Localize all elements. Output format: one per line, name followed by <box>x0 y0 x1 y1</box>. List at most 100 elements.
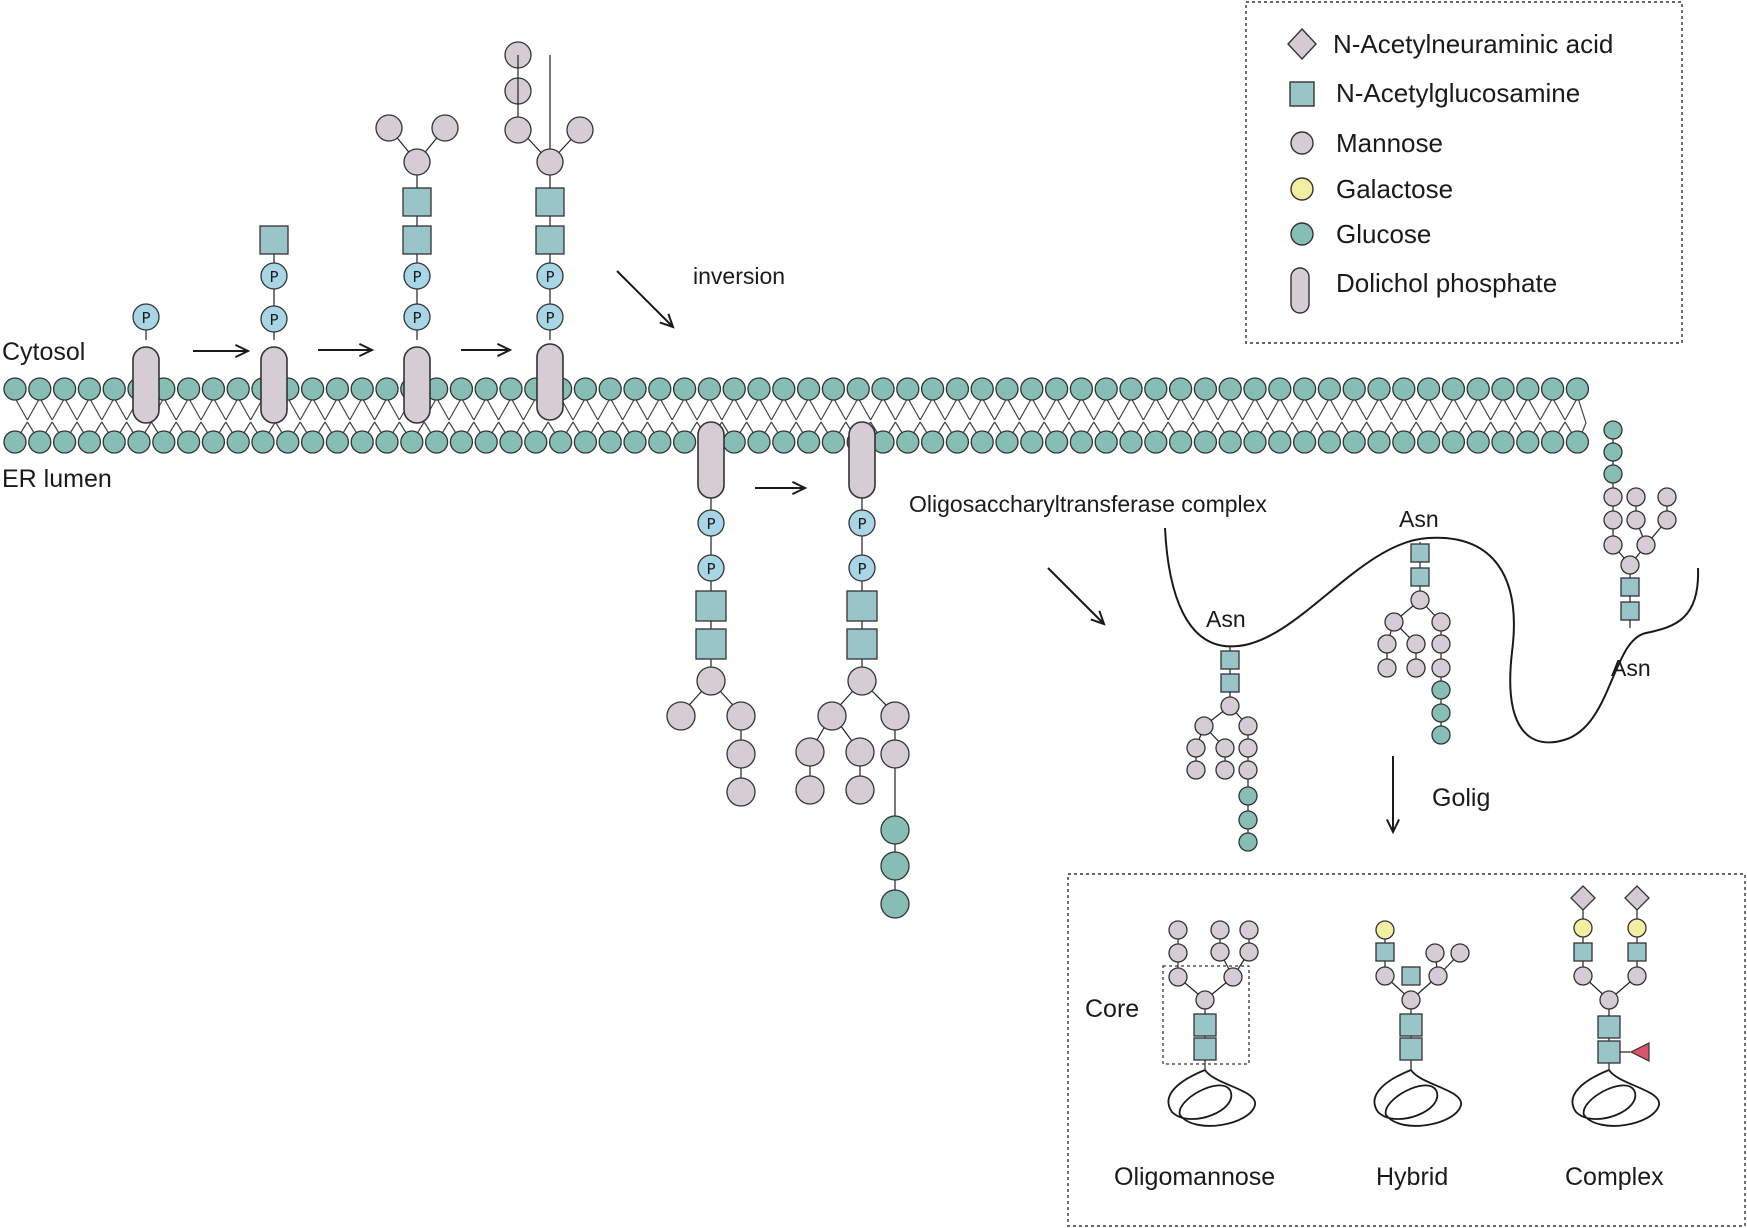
lipid-head-inner <box>1317 430 1342 454</box>
lipid-head-inner <box>1119 430 1143 454</box>
lipid-tail <box>1204 397 1231 421</box>
lipid-tail <box>1502 397 1529 421</box>
glcnac-icon <box>1620 601 1640 621</box>
lipid-tail <box>1527 397 1554 421</box>
lipid-tail <box>1304 397 1330 421</box>
lipid-head-outer <box>821 377 846 401</box>
lipid-tail <box>212 397 239 421</box>
fucose-icon <box>1629 1042 1650 1062</box>
lipid-tail <box>14 397 41 421</box>
arrow-head <box>358 343 375 357</box>
lipid-head-inner <box>176 430 201 454</box>
mannose-icon <box>1603 487 1623 507</box>
mannose-icon <box>1195 990 1215 1010</box>
mannose-icon <box>1238 760 1258 780</box>
mannose-icon <box>845 775 875 805</box>
lipid-tail <box>1353 397 1380 421</box>
glcnac-icon <box>1401 966 1421 986</box>
legend-label-dolichol: Dolichol phosphate <box>1336 268 1557 298</box>
glcnac-icon <box>535 187 565 217</box>
lipid-head-outer <box>1069 377 1094 401</box>
lipid-head-outer <box>896 377 920 401</box>
lipid-head-outer <box>747 377 771 401</box>
er-lumen-label: ER lumen <box>2 465 112 493</box>
phosphate-icon <box>403 262 431 290</box>
lipid-head-outer <box>1268 377 1292 401</box>
glucose-icon <box>1431 703 1451 723</box>
phosphate-icon <box>403 303 431 331</box>
mannose-icon <box>1410 590 1430 610</box>
glcnac-icon <box>1193 1037 1217 1061</box>
lipid-head-outer <box>1020 377 1044 401</box>
inversion-label: inversion <box>693 263 785 289</box>
lipid-head-outer <box>1119 377 1143 401</box>
legend-label-glcnac: N-Acetylglucosamine <box>1336 78 1580 108</box>
glucose-icon <box>880 851 910 881</box>
protein-coil-complex <box>1571 1069 1660 1127</box>
mannose-icon <box>880 701 910 731</box>
glcnac-icon <box>1375 942 1395 962</box>
arrow-head <box>496 343 513 357</box>
arrow-head <box>234 344 251 358</box>
lipid-head-outer <box>1441 377 1466 401</box>
lipid-head-outer <box>846 377 870 401</box>
glycan-type-oligomannose: Oligomannose <box>1114 1163 1275 1191</box>
lipid-tail <box>1328 397 1355 421</box>
lipid-head-inner <box>896 430 920 454</box>
glcnac-icon <box>259 225 289 255</box>
mannose-icon <box>847 666 877 696</box>
mannose-icon <box>1215 760 1235 780</box>
lipid-head-inner <box>1491 430 1515 454</box>
dolichol-phosphate <box>403 346 431 424</box>
mannose-icon <box>1428 966 1448 986</box>
lipid-head-outer <box>1466 377 1490 401</box>
mannose-icon <box>726 777 756 807</box>
dolichol-phosphate <box>260 346 288 424</box>
mannose-icon <box>566 116 594 144</box>
lipid-head-inner <box>375 430 399 454</box>
lipid-head-inner <box>127 430 151 454</box>
lipid-tail <box>1130 397 1157 421</box>
glcnac-icon <box>402 187 432 217</box>
phosphate-label: P <box>412 309 421 327</box>
lipid-tail <box>1105 397 1132 421</box>
mannose-icon <box>403 148 431 176</box>
lipid-head-inner <box>3 430 27 454</box>
glycan-type-complex: Complex <box>1565 1163 1664 1191</box>
mannose-icon <box>1223 967 1243 987</box>
mannose-icon <box>1239 920 1259 940</box>
protein-coil-oligomannose <box>1167 1069 1256 1127</box>
phosphate-label: P <box>269 268 278 286</box>
lipid-head-outer <box>1392 377 1416 401</box>
lipid-head-outer <box>499 377 523 401</box>
golgi-label: Golig <box>1432 784 1490 812</box>
lipid-head-outer <box>573 377 598 401</box>
lipid-tail <box>1056 397 1082 421</box>
phosphate-icon <box>132 303 160 331</box>
lipid-tail <box>1031 397 1058 421</box>
lipid-head-outer <box>1342 377 1366 401</box>
lipid-head-inner <box>1168 430 1193 454</box>
phosphate-label: P <box>545 309 554 327</box>
phosphate-icon <box>848 554 876 582</box>
lipid-tail <box>560 397 586 421</box>
phosphate-icon <box>697 554 725 582</box>
mannose-icon <box>1425 943 1445 963</box>
mannose-icon <box>1573 966 1593 986</box>
lipid-head-outer <box>697 377 722 401</box>
lipid-tail <box>733 397 760 421</box>
lipid-head-inner <box>276 430 300 454</box>
lipid-head-outer <box>201 377 226 401</box>
lipid-head-inner <box>102 430 126 454</box>
mannose-icon <box>1215 738 1235 758</box>
ost-complex-label: Oligosaccharyltransferase complex <box>909 491 1267 517</box>
lipid-tail <box>1428 397 1454 421</box>
glucose-icon <box>1431 680 1451 700</box>
lipid-tail <box>758 397 785 421</box>
arrow-head <box>1090 610 1106 626</box>
mannose-icon <box>431 114 459 142</box>
glcnac-icon <box>846 628 878 660</box>
lipid-head-outer <box>350 377 374 401</box>
mannose-icon <box>1239 942 1259 962</box>
legend-label-neu5ac: N-Acetylneuraminic acid <box>1333 29 1613 59</box>
